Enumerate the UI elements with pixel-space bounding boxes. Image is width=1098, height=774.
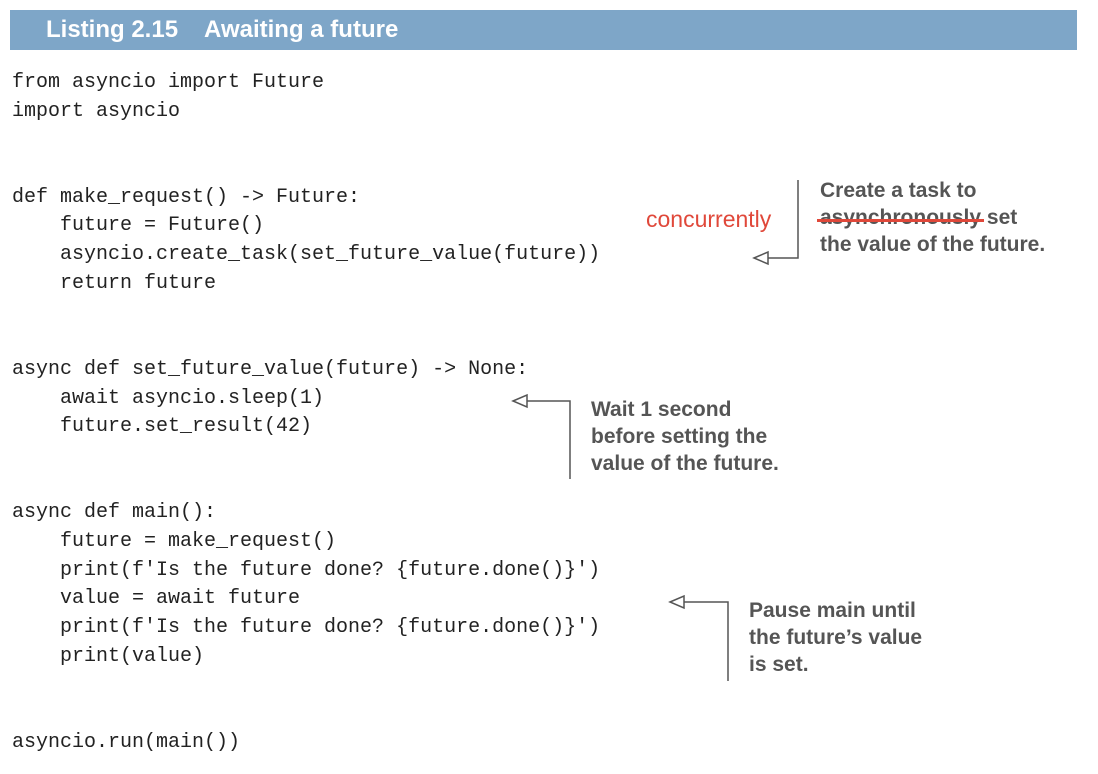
annotation-line: before setting the <box>591 425 768 448</box>
listing-number: Listing 2.15 <box>46 16 179 43</box>
annotation-line: asynchronously set <box>820 204 1045 231</box>
code-line: asyncio.run(main()) <box>12 730 241 754</box>
struck-word: asynchronously <box>820 206 982 229</box>
annotation-line: Create a task to <box>820 179 977 202</box>
callout-arrow-create-task <box>752 250 769 266</box>
callout-arrow-await <box>668 594 685 610</box>
code-line: print(f'Is the future done? {future.done… <box>12 558 601 582</box>
listing-header: Listing 2.15 Awaiting a future <box>10 10 1077 50</box>
code-line: def make_request() -> Future: <box>12 185 361 209</box>
annotation-sleep: Wait 1 second before setting the value o… <box>591 396 779 477</box>
code-line: future = Future() <box>12 214 265 238</box>
code-line: async def main(): <box>12 501 217 525</box>
annotation-line: value of the future. <box>591 452 779 475</box>
code-line: print(value) <box>12 644 205 668</box>
annotation-line: is set. <box>749 653 809 676</box>
code-line: print(f'Is the future done? {future.done… <box>12 616 601 640</box>
annotation-line: the future’s value <box>749 626 923 649</box>
code-line: async def set_future_value(future) -> No… <box>12 357 529 381</box>
code-line: future.set_result(42) <box>12 415 313 439</box>
annotation-line: Pause main until <box>749 599 916 622</box>
annotation-await: Pause main until the future’s value is s… <box>749 597 922 678</box>
handwritten-correction: concurrently <box>646 206 772 232</box>
callout-line-sleep <box>527 400 571 479</box>
listing-title: Awaiting a future <box>204 16 399 43</box>
code-line: value = await future <box>12 587 301 611</box>
code-line: return future <box>12 271 217 295</box>
annotation-fragment: set <box>981 206 1018 229</box>
code-line: future = make_request() <box>12 530 337 553</box>
callout-line-await <box>684 601 729 681</box>
code-block: from asyncio import Future import asyncio… <box>12 69 600 758</box>
code-line: asyncio.create_task(set_future_value(fut… <box>12 243 601 267</box>
code-line: await asyncio.sleep(1) <box>12 386 325 410</box>
annotation-create-task: Create a task to asynchronously set the … <box>820 177 1045 258</box>
annotation-line: Wait 1 second <box>591 398 732 421</box>
callout-line-create-task <box>768 180 799 259</box>
annotation-line: the value of the future. <box>820 233 1046 256</box>
code-line: from asyncio import Future <box>12 71 325 94</box>
callout-arrow-sleep <box>511 393 528 409</box>
code-line: import asyncio <box>12 99 181 123</box>
